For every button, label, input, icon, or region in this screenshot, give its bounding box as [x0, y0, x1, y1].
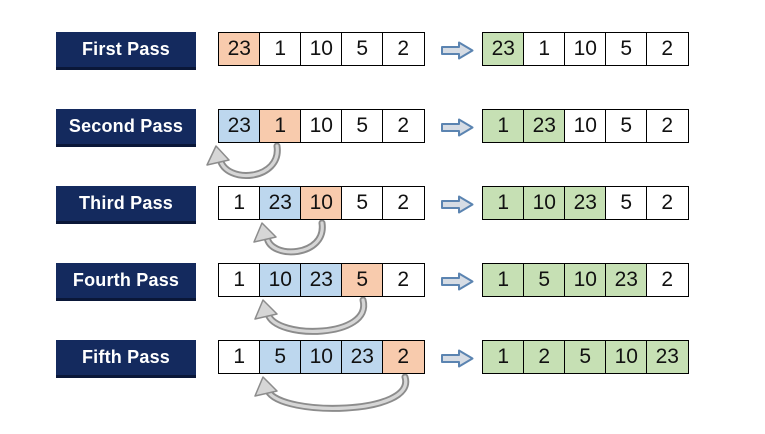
- array-cell: 23: [646, 340, 689, 374]
- swap-arrow-pass-4: [254, 296, 367, 335]
- array-cell: 10: [259, 263, 302, 297]
- array-cell: 5: [605, 32, 648, 66]
- array-cell: 23: [218, 32, 261, 66]
- array-cell: 10: [564, 32, 607, 66]
- right-block-arrow-icon: [441, 118, 474, 137]
- pass-label: First Pass: [56, 32, 196, 70]
- array-cell: 1: [523, 32, 566, 66]
- array-cell: 5: [341, 263, 384, 297]
- array-cell: 2: [382, 109, 425, 143]
- right-block-arrow-icon: [441, 349, 474, 368]
- array-cell: 5: [341, 32, 384, 66]
- array-cell: 23: [341, 340, 384, 374]
- array-cell: 5: [341, 109, 384, 143]
- swap-arrow-pass-5: [254, 373, 410, 412]
- array-cell: 2: [646, 263, 689, 297]
- array-cell: 23: [218, 109, 261, 143]
- array-cell: 2: [382, 32, 425, 66]
- pass-label: Fifth Pass: [56, 340, 196, 378]
- array-cell: 2: [646, 32, 689, 66]
- array-cell: 10: [300, 186, 343, 220]
- array-cell: 2: [382, 263, 425, 297]
- array-cell: 1: [482, 340, 525, 374]
- array-cell: 1: [482, 186, 525, 220]
- array-cell: 23: [523, 109, 566, 143]
- array-cell: 1: [482, 263, 525, 297]
- array-cell: 1: [259, 109, 302, 143]
- array-cell: 1: [259, 32, 302, 66]
- array-cell: 10: [300, 32, 343, 66]
- swap-arrow-pass-2: [206, 142, 281, 179]
- pass-label: Fourth Pass: [56, 263, 196, 301]
- array-cell: 1: [482, 109, 525, 143]
- array-cell: 5: [564, 340, 607, 374]
- array-cell: 10: [300, 109, 343, 143]
- array-cell: 23: [482, 32, 525, 66]
- array-cell: 1: [218, 340, 261, 374]
- array-cell: 10: [605, 340, 648, 374]
- swap-arrow-pass-3: [253, 219, 326, 256]
- array-cell: 2: [523, 340, 566, 374]
- array-cell: 5: [605, 186, 648, 220]
- array-cell: 5: [605, 109, 648, 143]
- right-block-arrow-icon: [441, 41, 474, 60]
- array-cell: 23: [564, 186, 607, 220]
- array-cell: 2: [646, 186, 689, 220]
- array-cell: 10: [564, 109, 607, 143]
- array-cell: 10: [523, 186, 566, 220]
- array-cell: 2: [382, 340, 425, 374]
- array-cell: 10: [300, 340, 343, 374]
- array-cell: 5: [523, 263, 566, 297]
- array-cell: 10: [564, 263, 607, 297]
- array-cell: 23: [259, 186, 302, 220]
- array-cell: 1: [218, 263, 261, 297]
- array-cell: 2: [382, 186, 425, 220]
- array-cell: 5: [341, 186, 384, 220]
- array-cell: 23: [300, 263, 343, 297]
- pass-label: Third Pass: [56, 186, 196, 224]
- array-cell: 1: [218, 186, 261, 220]
- pass-label: Second Pass: [56, 109, 196, 147]
- right-block-arrow-icon: [441, 272, 474, 291]
- right-block-arrow-icon: [441, 195, 474, 214]
- array-cell: 2: [646, 109, 689, 143]
- array-cell: 23: [605, 263, 648, 297]
- array-cell: 5: [259, 340, 302, 374]
